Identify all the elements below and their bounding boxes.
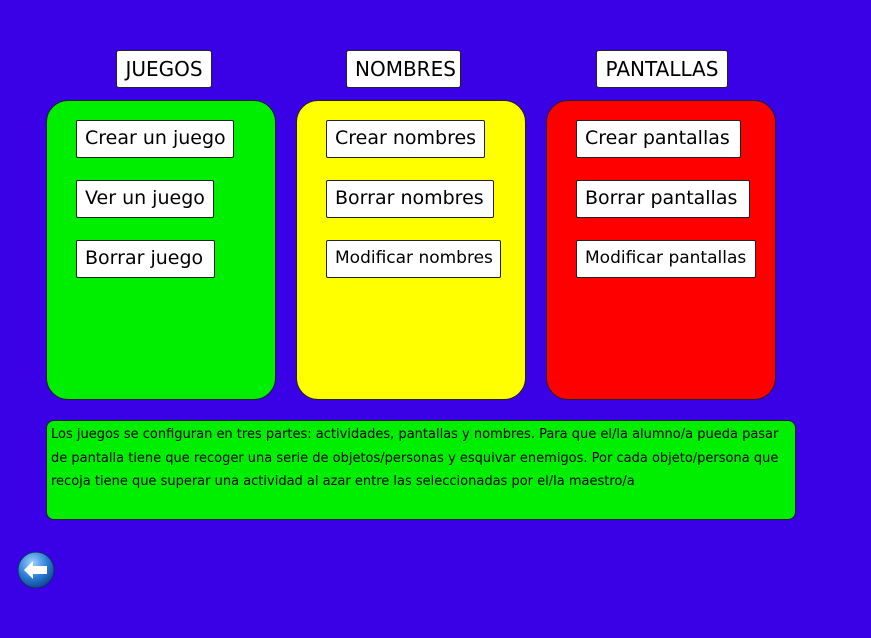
modificar-pantallas-button[interactable]: Modificar pantallas [576,240,756,278]
pantallas-panel: Crear pantallas Borrar pantallas Modific… [546,100,776,400]
juegos-panel: Crear un juego Ver un juego Borrar juego [46,100,276,400]
description-text: Los juegos se configuran en tres partes:… [51,427,779,489]
borrar-pantallas-button[interactable]: Borrar pantallas [576,180,750,218]
back-arrow-icon [17,551,55,589]
header-pantallas: PANTALLAS [596,50,728,88]
nombres-panel: Crear nombres Borrar nombres Modificar n… [296,100,526,400]
borrar-juego-button[interactable]: Borrar juego [76,240,215,278]
ver-juego-button[interactable]: Ver un juego [76,180,214,218]
header-nombres: NOMBRES [346,50,461,88]
borrar-nombres-button[interactable]: Borrar nombres [326,180,494,218]
header-juegos: JUEGOS [116,50,212,88]
description-box: Los juegos se configuran en tres partes:… [46,420,796,520]
crear-nombres-button[interactable]: Crear nombres [326,120,485,158]
crear-pantallas-button[interactable]: Crear pantallas [576,120,741,158]
back-button[interactable] [16,550,56,590]
modificar-nombres-button[interactable]: Modificar nombres [326,240,501,278]
crear-juego-button[interactable]: Crear un juego [76,120,234,158]
